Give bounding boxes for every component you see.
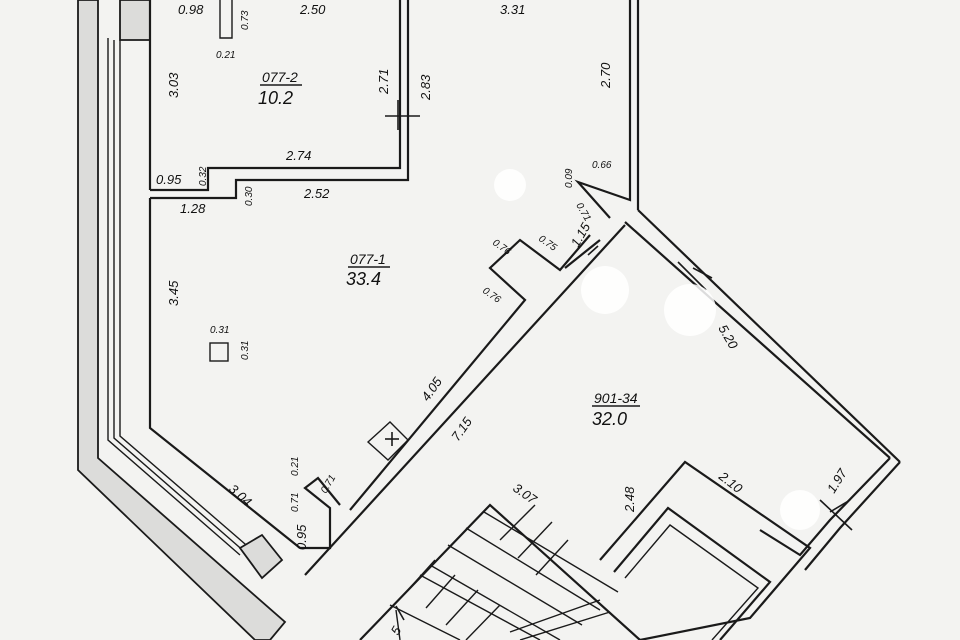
elevator-shaft [599, 460, 812, 640]
room-id: 077-1 [350, 251, 386, 267]
dim-label: 3.03 [166, 72, 181, 98]
dim-label: 1.15 [568, 219, 594, 249]
dim-label: 7.15 [448, 414, 475, 444]
marks [494, 169, 820, 530]
dim-label: 2.83 [418, 74, 433, 101]
dim-label: 5 [388, 623, 405, 637]
room-label-077-2: 077-2 10.2 [258, 69, 302, 108]
dim-label: 0.98 [178, 2, 204, 17]
dim-label: 0.71 [290, 493, 301, 512]
room-077-2-walls [148, 0, 420, 192]
dim-label: 2.71 [376, 69, 391, 95]
room-area: 10.2 [258, 88, 293, 108]
dim-label: 0.76 [480, 285, 503, 305]
dim-label: 0.32 [198, 166, 209, 186]
dim-label: 2.50 [299, 2, 326, 17]
dim-label: 0.09 [564, 168, 575, 188]
dim-label: 0.76 [490, 237, 513, 257]
room-area: 32.0 [592, 409, 627, 429]
room-label-077-1: 077-1 33.4 [346, 251, 390, 289]
dim-label: 1.28 [180, 201, 206, 216]
room-id: 901-34 [594, 390, 638, 406]
dim-label: 3.31 [500, 2, 525, 17]
dim-label: 0.75 [536, 233, 559, 253]
exterior-wall-left [77, 0, 287, 640]
room-id: 077-2 [262, 69, 298, 85]
dim-label: 0.66 [592, 160, 612, 171]
room-077-1-walls [148, 178, 591, 550]
dim-label: 2.70 [598, 62, 613, 89]
dim-label: 3.07 [510, 480, 540, 507]
room-label-901-34: 901-34 32.0 [592, 390, 640, 429]
dim-label: 3.45 [166, 280, 181, 306]
dim-label: 0.21 [216, 50, 235, 61]
dim-label: 1.97 [824, 466, 851, 496]
dim-label: 0.95 [294, 524, 309, 550]
dim-label: 0.73 [240, 10, 251, 30]
staircase [359, 503, 641, 640]
dim-label: 2.74 [285, 148, 311, 163]
dim-label: 0.71 [573, 201, 592, 223]
dim-label: 0.31 [210, 325, 229, 336]
room-901-34-walls [304, 0, 901, 576]
dim-label: 3.04 [226, 481, 255, 509]
dim-label: 2.48 [622, 486, 637, 513]
dim-label: 0.30 [244, 186, 255, 206]
dim-label: 0.71 [319, 473, 338, 495]
dim-label: 0.95 [156, 172, 182, 187]
room-area: 33.4 [346, 269, 381, 289]
dim-label: 2.52 [303, 186, 330, 201]
dim-label: 0.31 [240, 341, 251, 360]
dim-label: 0.21 [290, 457, 301, 476]
dim-label: 5.20 [715, 322, 741, 352]
